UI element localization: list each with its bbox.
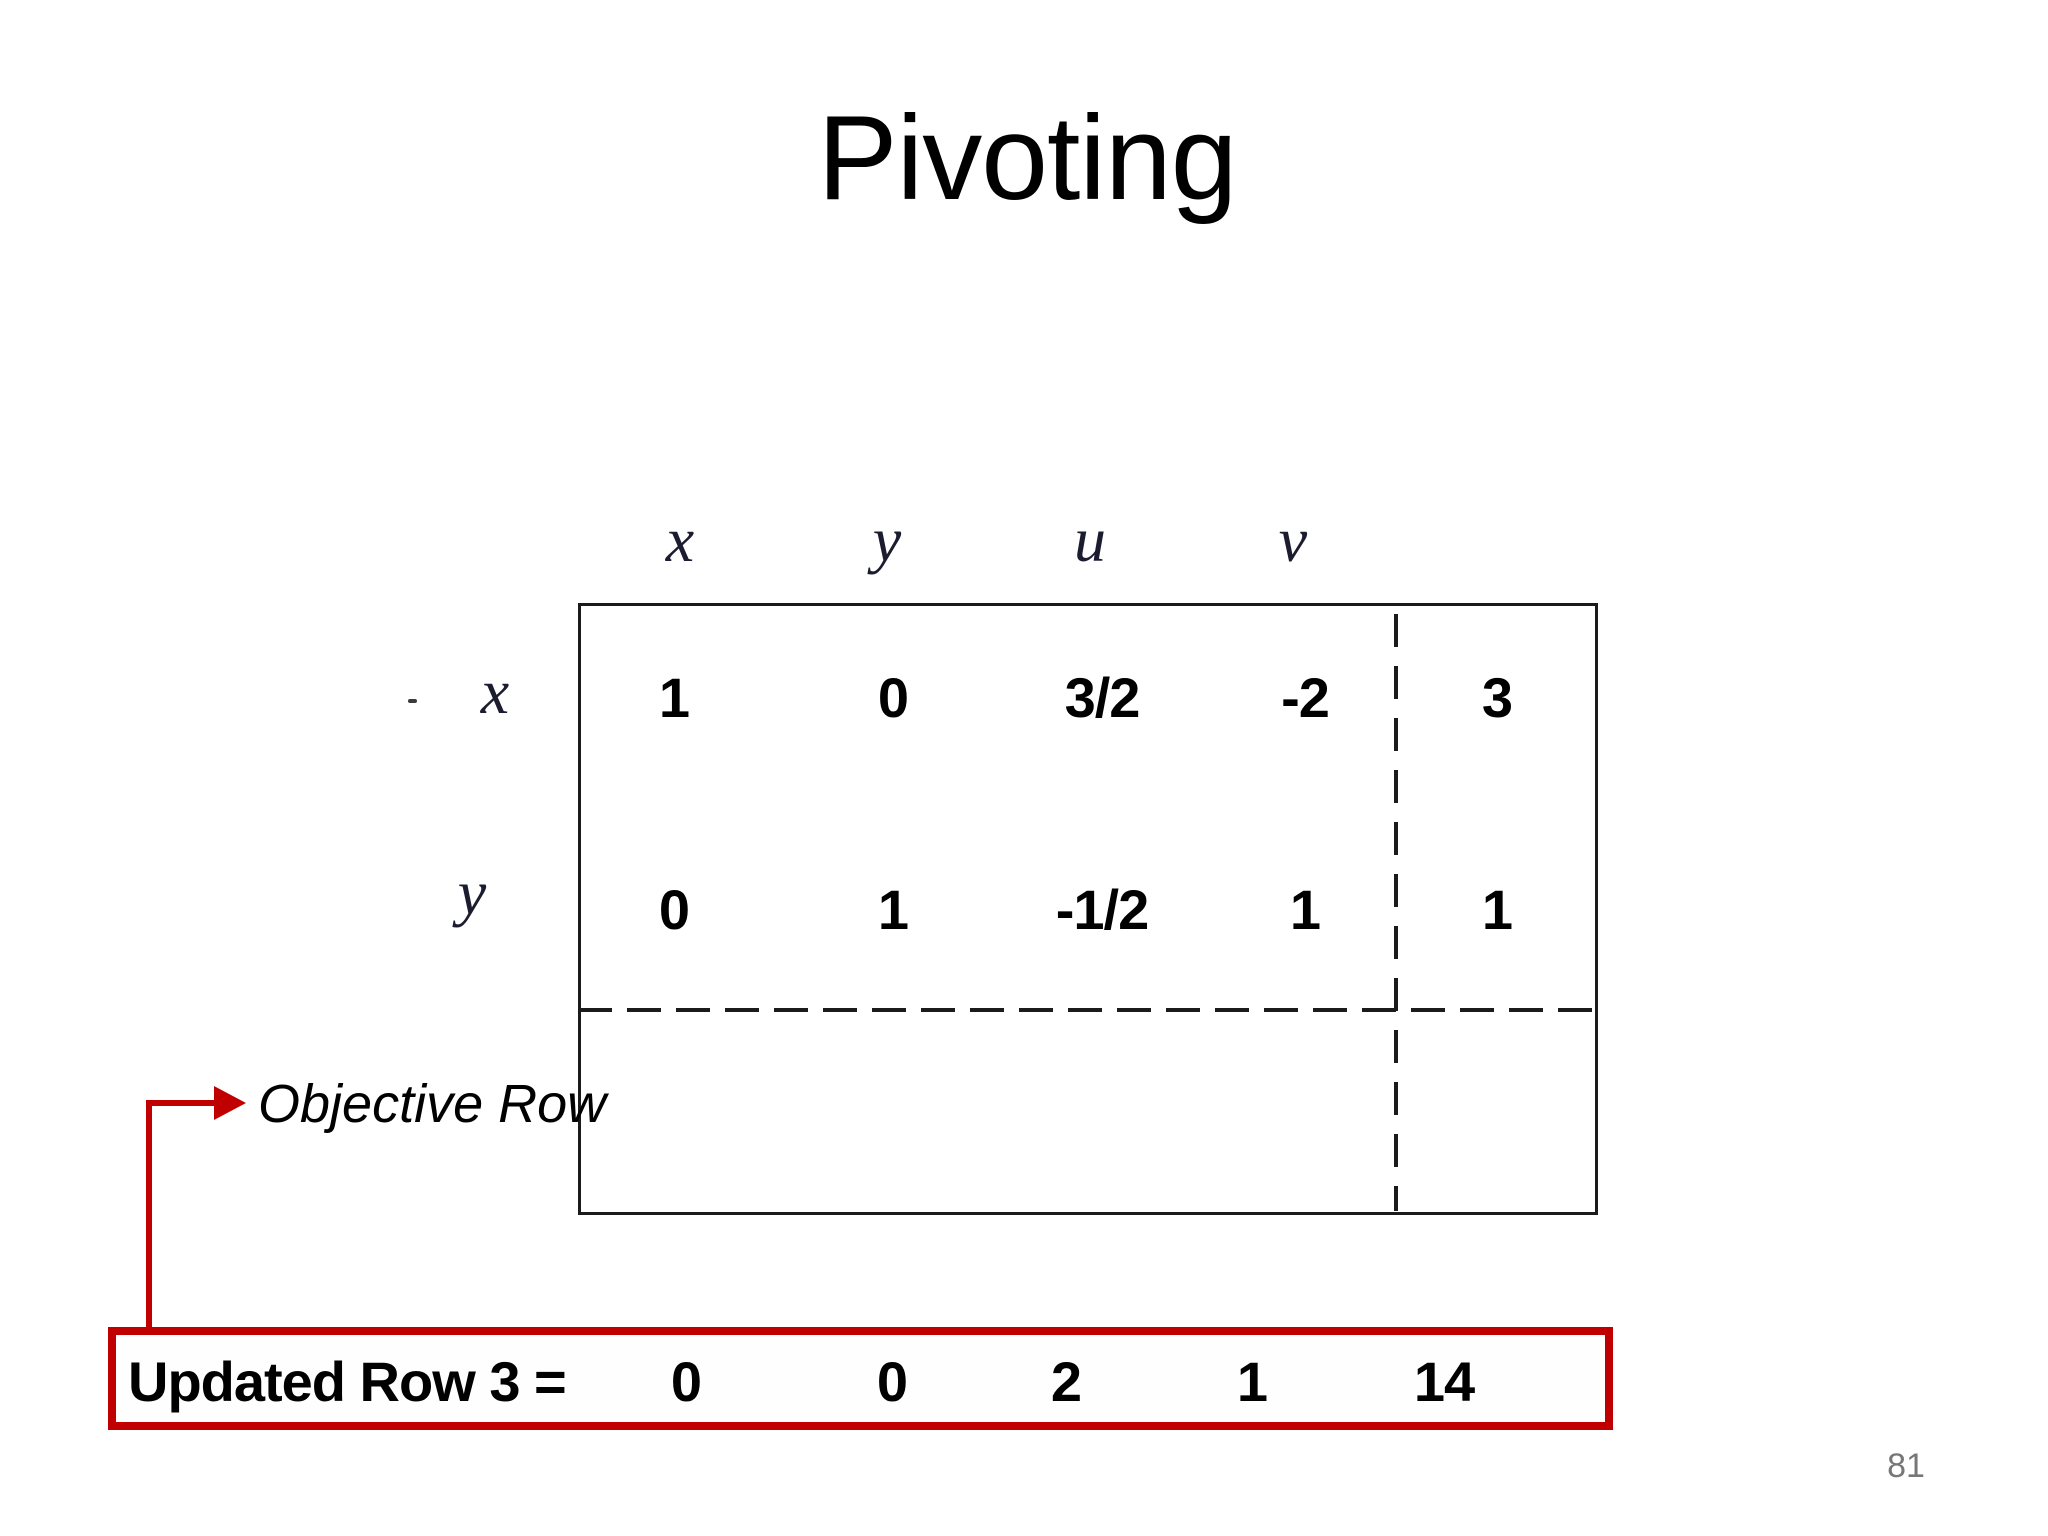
updated-row-cell: 0 — [670, 1350, 702, 1413]
page-title: Pivoting — [817, 91, 1238, 225]
page-number: 81 — [1887, 1447, 1925, 1485]
table-cell: 1 — [1289, 878, 1321, 941]
table-cell: 1 — [1481, 878, 1513, 941]
updated-row-cell: 1 — [1236, 1350, 1268, 1413]
tableau-box — [578, 603, 1598, 1215]
column-header-u: u — [1074, 504, 1106, 575]
stray-mark — [408, 699, 417, 703]
updated-row-label: Updated Row 3 = — [128, 1350, 567, 1413]
horizontal-dashed-divider — [578, 1008, 1598, 1012]
table-cell: 1 — [877, 878, 909, 941]
table-cell: 1 — [658, 666, 690, 729]
updated-row-cell: 14 — [1413, 1350, 1475, 1413]
column-header-v: v — [1278, 504, 1308, 575]
row-label-x: x — [480, 656, 510, 727]
updated-row-box — [108, 1327, 1613, 1430]
table-cell: 3 — [1481, 666, 1513, 729]
table-cell: -2 — [1281, 666, 1330, 729]
column-header-x: x — [665, 504, 695, 575]
table-cell: 0 — [658, 878, 690, 941]
table-cell: -1/2 — [1055, 878, 1149, 941]
objective-row-label: Objective Row — [258, 1074, 607, 1134]
arrow-head-icon — [214, 1086, 246, 1120]
table-cell: 0 — [877, 666, 909, 729]
arrow-segment-horizontal — [146, 1100, 218, 1106]
vertical-dashed-divider — [1394, 614, 1398, 1211]
updated-row-cell: 0 — [876, 1350, 908, 1413]
table-cell: 3/2 — [1064, 666, 1141, 729]
updated-row-cell: 2 — [1050, 1350, 1082, 1413]
row-label-y: y — [457, 857, 487, 928]
column-header-y: y — [872, 504, 902, 575]
arrow-segment-vertical — [146, 1102, 152, 1329]
